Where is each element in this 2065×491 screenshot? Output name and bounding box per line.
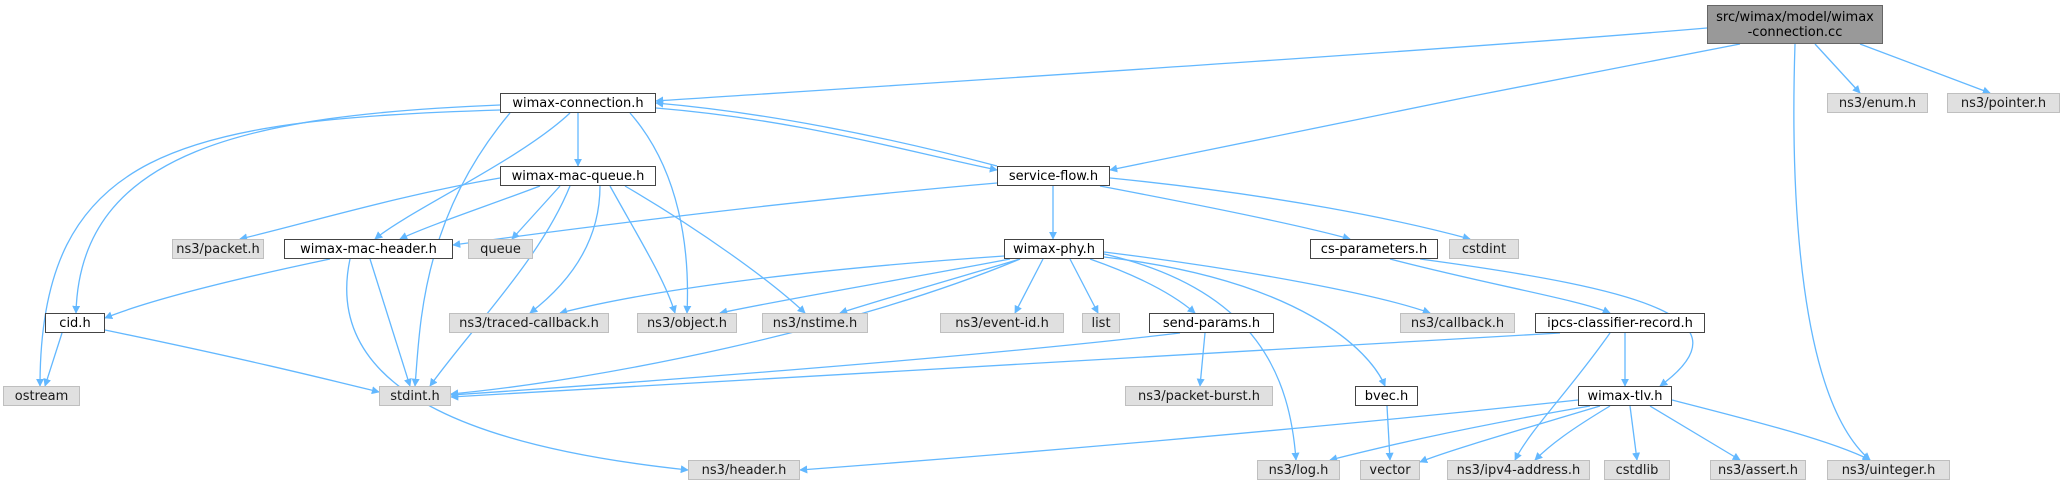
edge-tlv-to-log [1329,405,1591,463]
edge-phy-to-nstime [839,258,1021,315]
wimax-mac-queue-h-node[interactable]: wimax-mac-queue.h [500,166,656,186]
ns3-assert-h-node[interactable]: ns3/assert.h [1710,460,1806,480]
wimax-connection-h-node[interactable]: wimax-connection.h [500,93,656,113]
edge-wmh-to-header [346,258,689,474]
edge-tlv-to-header [799,399,1579,474]
ns3-event-id-h-node[interactable]: ns3/event-id.h [940,313,1064,333]
ipcs-classifier-record-h-node[interactable]: ipcs-classifier-record.h [1535,313,1705,333]
edge-sp-to-pburst [1196,332,1206,387]
ns3-packet-burst-h-node[interactable]: ns3/packet-burst.h [1125,386,1273,406]
dependency-edges [36,27,1991,474]
edge-wmq-to-stdint [429,185,571,387]
send-params-h-node[interactable]: send-params.h [1149,313,1274,333]
edge-sf-to-wc [655,99,998,167]
edge-tlv-to-cstdlib [1629,405,1641,461]
edge-phy-to-eventid [1014,258,1044,314]
edge-phy-to-sp [1089,258,1196,314]
edge-tlv-to-vector [1419,405,1601,464]
wimax-tlv-h-node[interactable]: wimax-tlv.h [1578,386,1672,406]
ostream-node[interactable]: ostream [3,386,80,406]
cid-h-node[interactable]: cid.h [45,313,105,333]
ns3-ipv4-address-h-node[interactable]: ns3/ipv4-address.h [1447,460,1590,480]
edge-icr-to-ipv4 [1514,332,1611,461]
ns3-pointer-h-node[interactable]: ns3/pointer.h [1947,93,2060,113]
edge-root-to-wc [655,27,1708,105]
edge-root-to-sf [1109,43,1741,173]
edge-tlv-to-assert [1649,405,1741,461]
ns3-enum-h-node[interactable]: ns3/enum.h [1827,93,1928,113]
edge-wmq-to-nstime [624,185,806,314]
edge-sf-to-wmh [452,182,998,248]
wimax-mac-header-h-node[interactable]: wimax-mac-header.h [284,239,453,259]
edge-csp-to-tlv [1419,258,1694,387]
edge-wmq-to-queue [511,185,561,240]
edge-root-to-pointer [1859,43,1991,95]
ns3-object-h-node[interactable]: ns3/object.h [637,313,737,333]
edge-wmq-to-wmh [399,185,541,240]
edge-csp-to-icr [1389,258,1611,314]
edge-tlv-to-ipv4 [1534,405,1611,461]
edge-wmq-to-packet [239,177,501,242]
edge-wmq-to-object [609,185,677,314]
edge-root-to-enum [1814,43,1861,94]
cs-parameters-h-node[interactable]: cs-parameters.h [1310,239,1438,259]
ns3-callback-h-node[interactable]: ns3/callback.h [1400,313,1515,333]
edge-phy-to-callback [1103,251,1431,315]
root-file-node[interactable]: src/wimax/model/wimax-connection.cc [1707,5,1883,44]
edge-wc-to-wmh [374,112,571,240]
edge-wc-to-object [629,112,692,314]
edge-cid-to-ostream [43,332,63,387]
edge-root-to-uint [1793,43,1871,461]
edge-sf-to-csp [1099,185,1351,241]
queue-node[interactable]: queue [468,239,533,259]
edge-sp-to-stdint [450,332,1181,399]
edge-wmh-to-cid [104,258,331,320]
edge-bvec-to-vector [1385,405,1394,461]
edge-wmh-to-stdint [369,258,412,387]
ns3-nstime-h-node[interactable]: ns3/nstime.h [762,313,868,333]
list-node[interactable]: list [1082,313,1120,333]
wimax-phy-h-node[interactable]: wimax-phy.h [1004,239,1104,259]
ns3-uinteger-h-node[interactable]: ns3/uinteger.h [1827,460,1950,480]
edge-phy-to-object [719,258,1011,316]
ns3-traced-callback-h-node[interactable]: ns3/traced-callback.h [449,313,609,333]
bvec-h-node[interactable]: bvec.h [1355,386,1418,406]
edge-wc-to-cid [72,104,501,314]
edge-tlv-to-uint [1671,399,1871,461]
stdint-h-node[interactable]: stdint.h [379,386,451,406]
cstdlib-node[interactable]: cstdlib [1604,460,1670,480]
ns3-packet-h-node[interactable]: ns3/packet.h [172,239,264,259]
edge-wmq-to-traced [529,185,601,314]
edge-phy-to-list [1069,258,1099,314]
edge-phy-to-log [1103,253,1300,461]
service-flow-h-node[interactable]: service-flow.h [997,166,1110,186]
edge-phy-to-stdint [450,258,1021,398]
edge-wc-to-stdint [411,112,511,387]
edge-wc-to-ostream [36,109,501,387]
cstdint-node[interactable]: cstdint [1449,239,1519,259]
vector-node[interactable]: vector [1360,460,1420,480]
edge-sf-to-cstdint [1109,177,1471,241]
edge-phy-to-traced [559,255,1005,316]
edge-phy-to-bvec [1103,256,1386,387]
edge-wc-to-sf [655,107,998,173]
ns3-header-h-node[interactable]: ns3/header.h [688,460,800,480]
edge-cid-to-stdint [104,329,380,395]
ns3-log-h-node[interactable]: ns3/log.h [1257,460,1340,480]
